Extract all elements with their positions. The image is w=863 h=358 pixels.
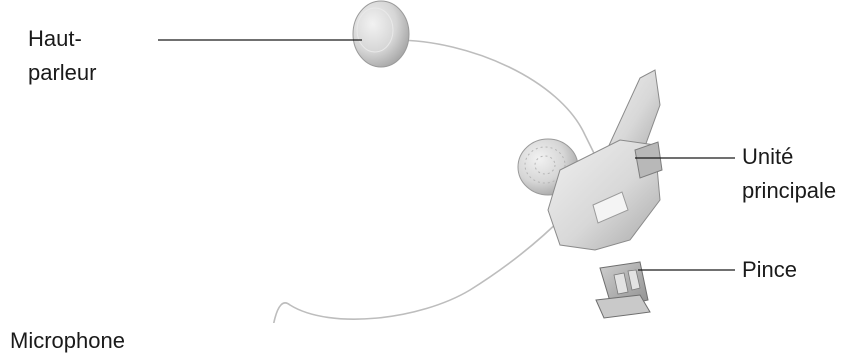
label-speaker: Haut- parleur — [28, 22, 96, 90]
diagram-illustration — [0, 0, 863, 323]
speaker-top — [353, 1, 409, 67]
microphone-cable — [270, 215, 565, 323]
product-parts-diagram: Haut- parleur Unité principale Microphon… — [0, 0, 863, 323]
label-main-unit: Unité principale — [742, 140, 836, 208]
label-clip: Pince — [742, 253, 797, 287]
label-main-unit-line2: principale — [742, 174, 836, 208]
label-speaker-line2: parleur — [28, 56, 96, 90]
label-microphone: Microphone — [10, 324, 125, 358]
label-speaker-line1: Haut- — [28, 22, 96, 56]
label-main-unit-line1: Unité — [742, 140, 836, 174]
